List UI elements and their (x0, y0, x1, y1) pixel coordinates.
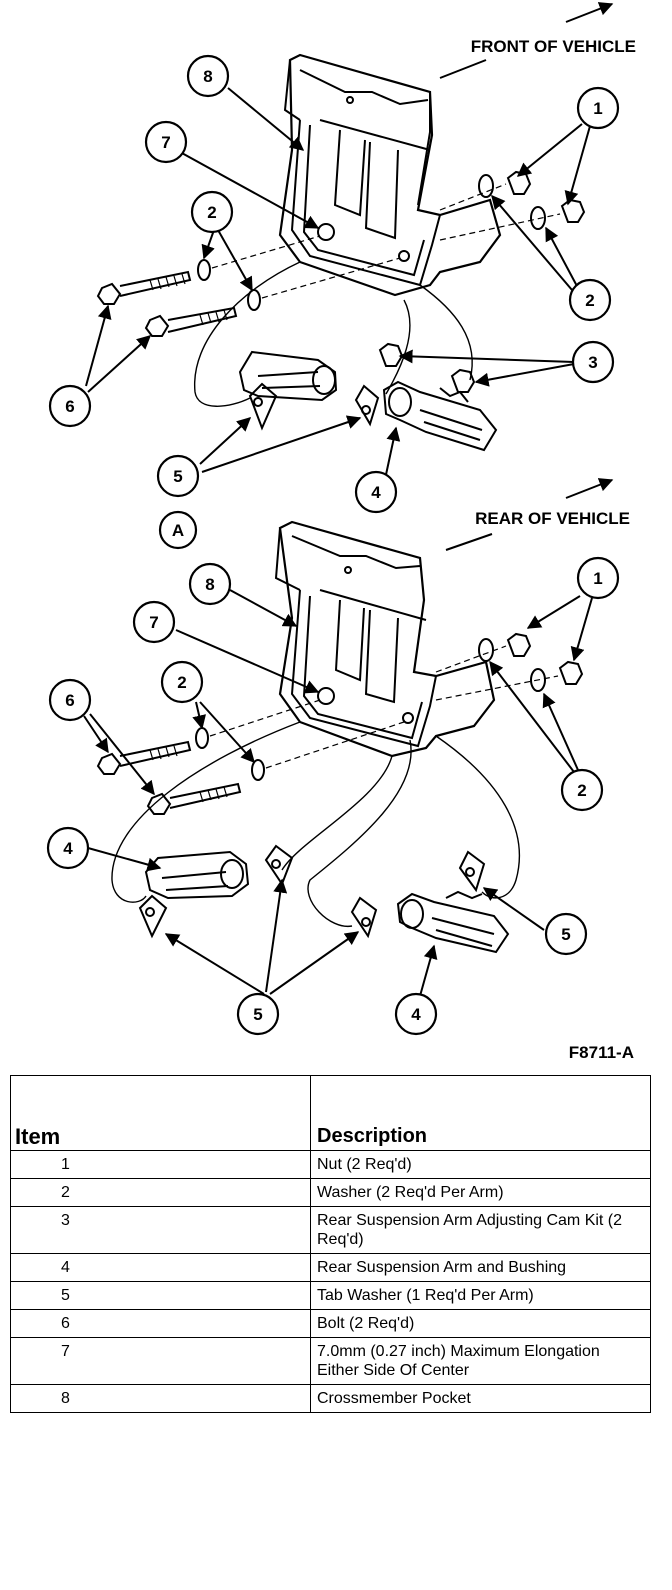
callout-2-b-right: 2 (560, 768, 604, 812)
suspension-arm-left-a (238, 350, 338, 402)
svg-text:8: 8 (205, 575, 214, 594)
item-number: 2 (10, 1178, 311, 1207)
table-row: 1 Nut (2 Req'd) (10, 1150, 651, 1179)
item-number: 5 (10, 1281, 311, 1310)
callout-2-b-left: 2 (160, 660, 204, 704)
callout-8-a: 8 (186, 54, 230, 98)
callout-6-b: 6 (48, 678, 92, 722)
item-number: 7 (10, 1337, 311, 1385)
svg-text:2: 2 (577, 781, 586, 800)
svg-text:1: 1 (593, 569, 602, 588)
item-column-header: Item (10, 1075, 311, 1151)
table-row: 8 Crossmember Pocket (10, 1384, 651, 1413)
table-row: 5 Tab Washer (1 Req'd Per Arm) (10, 1281, 651, 1310)
item-description: Crossmember Pocket (310, 1384, 651, 1413)
callout-2-a-right: 2 (568, 278, 612, 322)
svg-text:8: 8 (203, 67, 212, 86)
svg-text:6: 6 (65, 691, 74, 710)
callout-1-b: 1 (576, 556, 620, 600)
callout-4-b-bottom: 4 (394, 992, 438, 1036)
item-number: 3 (10, 1206, 311, 1254)
callout-7-a: 7 (144, 120, 188, 164)
front-direction-arrow (565, 2, 614, 23)
callout-2-a-left: 2 (190, 190, 234, 234)
callout-6-a: 6 (48, 384, 92, 428)
callout-4-b-left: 4 (46, 826, 90, 870)
table-row: 4 Rear Suspension Arm and Bushing (10, 1253, 651, 1282)
bolt-upper-b (96, 752, 122, 775)
crossmember-pocket-b (278, 520, 496, 758)
item-description: Bolt (2 Req'd) (310, 1309, 651, 1338)
callout-5-b-bottom: 5 (236, 992, 280, 1036)
table-row: 2 Washer (2 Req'd Per Arm) (10, 1178, 651, 1207)
svg-text:1: 1 (593, 99, 602, 118)
front-direction-line (439, 59, 487, 79)
table-row: 6 Bolt (2 Req'd) (10, 1309, 651, 1338)
table-row: 3 Rear Suspension Arm Adjusting Cam Kit … (10, 1206, 651, 1254)
crossmember-pocket-a (278, 53, 502, 297)
item-description: Washer (2 Req'd Per Arm) (310, 1178, 651, 1207)
view-b-callouts: 8 7 6 2 1 2 4 5 5 4 (46, 556, 620, 1036)
callout-5-b-right: 5 (544, 912, 588, 956)
item-description: Rear Suspension Arm and Bushing (310, 1253, 651, 1282)
svg-text:4: 4 (63, 839, 73, 858)
table-row: 7 7.0mm (0.27 inch) Maximum Elongation E… (10, 1337, 651, 1385)
figure-code: F8711-A (569, 1043, 634, 1062)
item-number: 1 (10, 1150, 311, 1179)
callout-4-a: 4 (354, 470, 398, 514)
svg-text:A: A (172, 521, 184, 540)
bolt-upper-a (96, 282, 122, 305)
front-of-vehicle-label: FRONT OF VEHICLE (471, 37, 636, 56)
bolt-lower-a (144, 314, 170, 337)
item-description: Rear Suspension Arm Adjusting Cam Kit (2… (310, 1206, 651, 1254)
item-description: Tab Washer (1 Req'd Per Arm) (310, 1281, 651, 1310)
svg-text:4: 4 (411, 1005, 421, 1024)
view-a-callouts: 8 7 2 6 1 2 3 5 4 A (48, 54, 620, 550)
rear-direction-arrow (565, 478, 614, 499)
svg-text:5: 5 (253, 1005, 262, 1024)
svg-text:2: 2 (207, 203, 216, 222)
rear-of-vehicle-label: REAR OF VEHICLE (475, 509, 630, 528)
suspension-arm-left-b (144, 850, 250, 900)
view-label-a: A (158, 510, 198, 550)
item-number: 8 (10, 1384, 311, 1413)
svg-text:5: 5 (561, 925, 570, 944)
suspension-arm-diagram: FRONT OF VEHICLE 8 7 2 6 1 2 3 5 4 A (46, 2, 636, 1062)
svg-text:6: 6 (65, 397, 74, 416)
description-column-header: Description (310, 1075, 651, 1151)
table-header-row: Item Description (10, 1075, 651, 1151)
callout-3-a: 3 (571, 340, 615, 384)
svg-text:7: 7 (149, 613, 158, 632)
item-description: Nut (2 Req'd) (310, 1150, 651, 1179)
bolt-lower-b (146, 792, 172, 815)
callout-5-a: 5 (156, 454, 200, 498)
callout-8-b: 8 (188, 562, 232, 606)
item-description: 7.0mm (0.27 inch) Maximum Elongation Eit… (310, 1337, 651, 1385)
callout-7-b: 7 (132, 600, 176, 644)
svg-text:4: 4 (371, 483, 381, 502)
svg-text:5: 5 (173, 467, 182, 486)
svg-text:3: 3 (588, 353, 597, 372)
svg-text:7: 7 (161, 133, 170, 152)
view-b-illustration (83, 478, 614, 997)
svg-text:2: 2 (177, 673, 186, 692)
callout-1-a: 1 (576, 86, 620, 130)
item-number: 6 (10, 1309, 311, 1338)
parts-table: Item Description 1 Nut (2 Req'd) 2 Washe… (10, 1075, 651, 1413)
item-number: 4 (10, 1253, 311, 1282)
suspension-arm-right-a (382, 380, 498, 452)
rear-direction-line (445, 533, 493, 551)
view-a-illustration (85, 2, 614, 485)
svg-text:2: 2 (585, 291, 594, 310)
